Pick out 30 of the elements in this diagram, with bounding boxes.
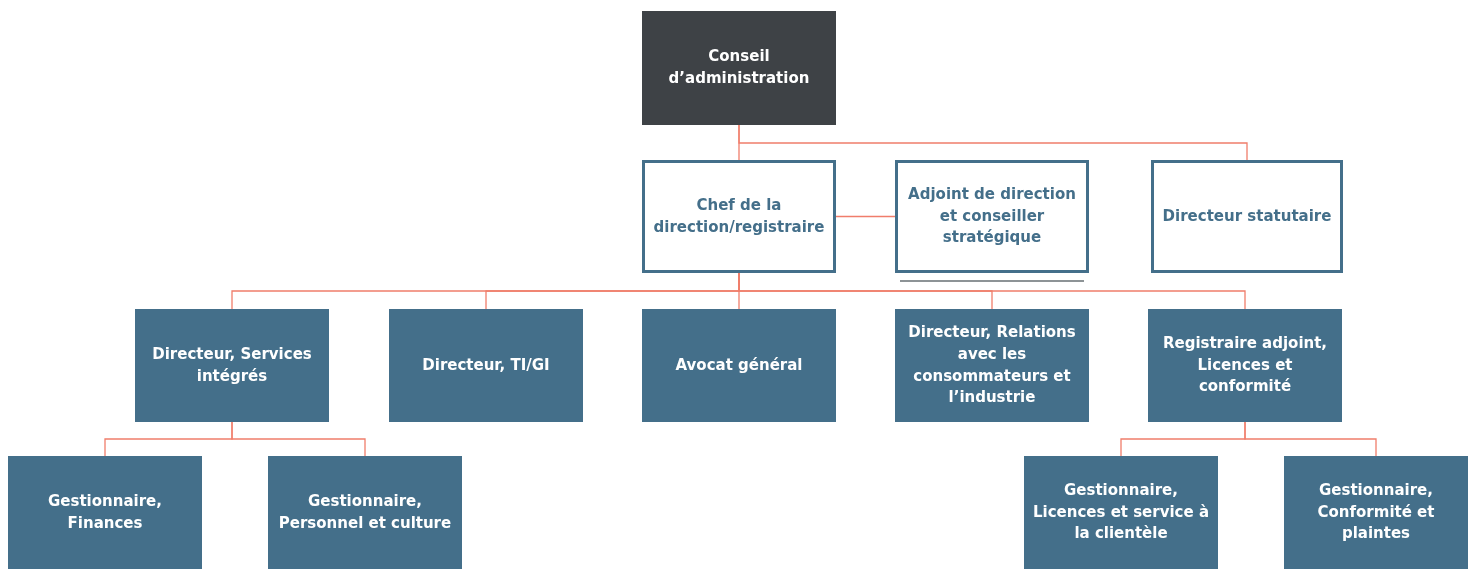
board-box [642, 11, 836, 125]
position-title: Directeur statutaire [1162, 205, 1332, 227]
connector-line [1244, 421, 1377, 457]
executive-box [642, 160, 836, 273]
position-title: Chef de la direction/registraire [653, 194, 825, 238]
position-title: Adjoint de direction et conseiller stratégique [907, 183, 1077, 249]
position-title: Avocat général [675, 354, 803, 376]
connector-line [835, 215, 896, 218]
position-title: Registraire adjoint, Licences et conformité [1161, 332, 1329, 398]
position-title: Gestionnaire, Finances [47, 490, 163, 534]
position-title: Gestionnaire, Licences et service à la clientèle [1032, 479, 1210, 545]
position-title: Directeur, Relations avec les consommateurs et l’industrie [907, 322, 1077, 409]
position-box [268, 456, 462, 569]
position-title: Directeur, Services intégrés [151, 343, 313, 387]
position-title: Conseil d’administration [667, 46, 811, 89]
position-box [895, 309, 1089, 422]
position-title: Gestionnaire, Conformité et plaintes [1316, 479, 1436, 545]
position-box [1148, 309, 1342, 422]
connector-line [231, 421, 366, 457]
position-box [389, 309, 583, 422]
position-box [135, 309, 329, 422]
position-box [8, 456, 202, 569]
executive-box [895, 160, 1089, 273]
executive-box [1151, 160, 1343, 273]
position-box [1284, 456, 1468, 569]
position-title: Gestionnaire, Personnel et culture [277, 490, 453, 534]
position-title: Directeur, TI/GI [422, 354, 550, 376]
connector-line [738, 124, 1248, 161]
position-box [642, 309, 836, 422]
position-box [1024, 456, 1218, 569]
